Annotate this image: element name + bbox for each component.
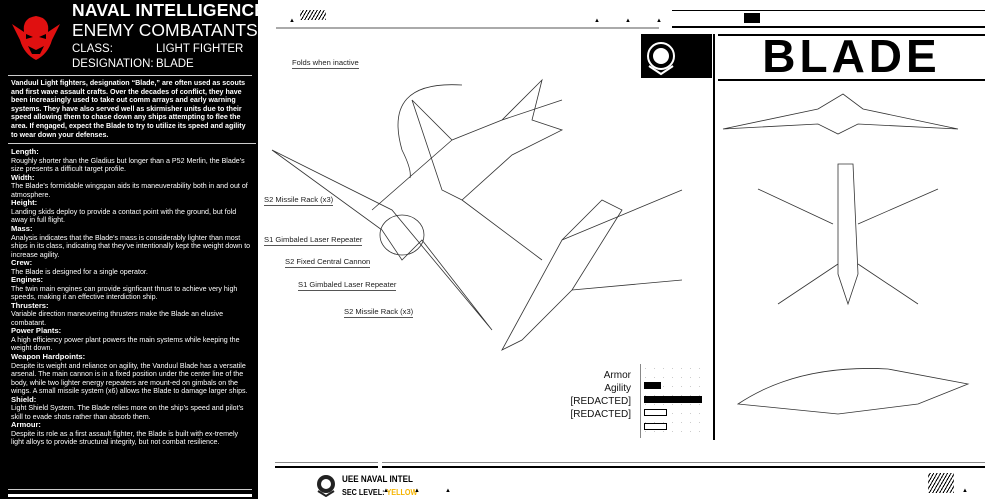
callout-laser-repeater-2: S1 Gimbaled Laser Repeater <box>298 280 397 291</box>
title-rule <box>718 34 985 36</box>
intel-panel: NAVAL INTELLIGENCE ENEMY COMBATANTS CLAS… <box>0 0 258 499</box>
divider <box>8 494 252 497</box>
spec-item: Shield:Light Shield System. The Blade re… <box>11 394 244 421</box>
stat-label-redacted: [REDACTED] <box>570 409 631 420</box>
callout-missile-rack-1: S2 Missile Rack (x3) <box>264 195 334 206</box>
hatch-decoration <box>928 473 954 493</box>
divider <box>8 489 252 490</box>
vanduul-emblem-icon <box>12 16 60 60</box>
stat-label-redacted: [REDACTED] <box>570 396 631 407</box>
spec-list: Length:Roughly shorter than the Gladius … <box>11 148 253 447</box>
stat-bar <box>644 395 702 403</box>
fold-arrow <box>397 84 463 179</box>
spec-item: Armour:Despite its role as a first assau… <box>11 420 239 447</box>
callout-folds: Folds when inactive <box>292 58 359 69</box>
marker-icon: ▲ <box>625 18 631 24</box>
spec-item: Height:Landing skids deploy to provide a… <box>11 198 237 225</box>
spec-item: Power Plants:A high efficiency power pla… <box>11 326 240 353</box>
uee-seal-icon <box>317 475 335 497</box>
spec-item: Length:Roughly shorter than the Gladius … <box>11 147 245 174</box>
marker-icon: ▲ <box>445 488 451 494</box>
spec-item: Engines:The twin main engines can provid… <box>11 275 238 302</box>
callout-missile-rack-2: S2 Missile Rack (x3) <box>344 307 414 318</box>
divider <box>8 75 252 76</box>
marker-icon: ▲ <box>594 18 600 24</box>
ship-drawing-main <box>271 78 683 351</box>
header-rule <box>672 26 985 28</box>
footer-org: UEE NAVAL INTEL <box>342 474 413 485</box>
ship-top-view <box>411 78 564 201</box>
intro-text: Vanduul Light fighters, designation “Bla… <box>11 79 246 139</box>
header-rule <box>276 27 659 29</box>
spec-item: Width:The Blade's formidable wingspan ai… <box>11 172 248 199</box>
panel-title: NAVAL INTELLIGENCE <box>72 0 258 20</box>
divider <box>8 143 256 145</box>
uee-navy-emblem-icon <box>641 34 712 78</box>
marker-icon: ▲ <box>289 18 295 24</box>
marker-icon: ▲ <box>414 488 420 494</box>
designation-label: DESIGNATION: <box>72 58 154 70</box>
header-rule <box>672 10 985 11</box>
footer-sec-level: SEC LEVEL: YELLOW <box>342 487 418 497</box>
footer-rule <box>275 466 378 468</box>
footer-rule <box>382 462 985 463</box>
spec-item: Thrusters: Variable direction maneuverin… <box>11 300 224 327</box>
id-tag <box>744 13 760 23</box>
title-rule <box>718 79 985 81</box>
spec-item: Crew:The Blade is designed for a single … <box>11 258 148 276</box>
footer-rule <box>275 462 378 463</box>
marker-icon: ▲ <box>383 488 389 494</box>
callout-laser-repeater-1: S1 Gimbaled Laser Repeater <box>264 235 363 246</box>
class-value: LIGHT FIGHTER <box>156 43 244 55</box>
spec-item: Mass:Analysis indicates that the Blade's… <box>11 223 251 259</box>
stat-bar <box>644 422 667 430</box>
stat-label-armor: Armor <box>603 370 631 381</box>
callout-central-cannon: S2 Fixed Central Cannon <box>285 257 371 268</box>
vertical-divider <box>713 34 715 440</box>
marker-icon: ▲ <box>962 488 968 494</box>
spec-item: Weapon Hardpoints:Despite its weight and… <box>11 351 248 395</box>
ship-drawing-orthographic <box>722 93 970 415</box>
designation-value: BLADE <box>156 58 194 70</box>
ship-name: BLADE <box>762 30 941 82</box>
class-label: CLASS: <box>72 43 113 55</box>
stat-label-agility: Agility <box>604 383 631 394</box>
stat-bar <box>644 409 667 416</box>
marker-icon: ▲ <box>656 18 662 24</box>
stat-bar <box>644 382 661 389</box>
hatch-decoration <box>300 10 326 20</box>
intel-text-column: Vanduul Light fighters, designation “Bla… <box>8 79 256 447</box>
panel-subtitle: ENEMY COMBATANTS <box>72 20 258 40</box>
footer-rule <box>382 466 985 468</box>
ship-front-view <box>271 149 493 331</box>
